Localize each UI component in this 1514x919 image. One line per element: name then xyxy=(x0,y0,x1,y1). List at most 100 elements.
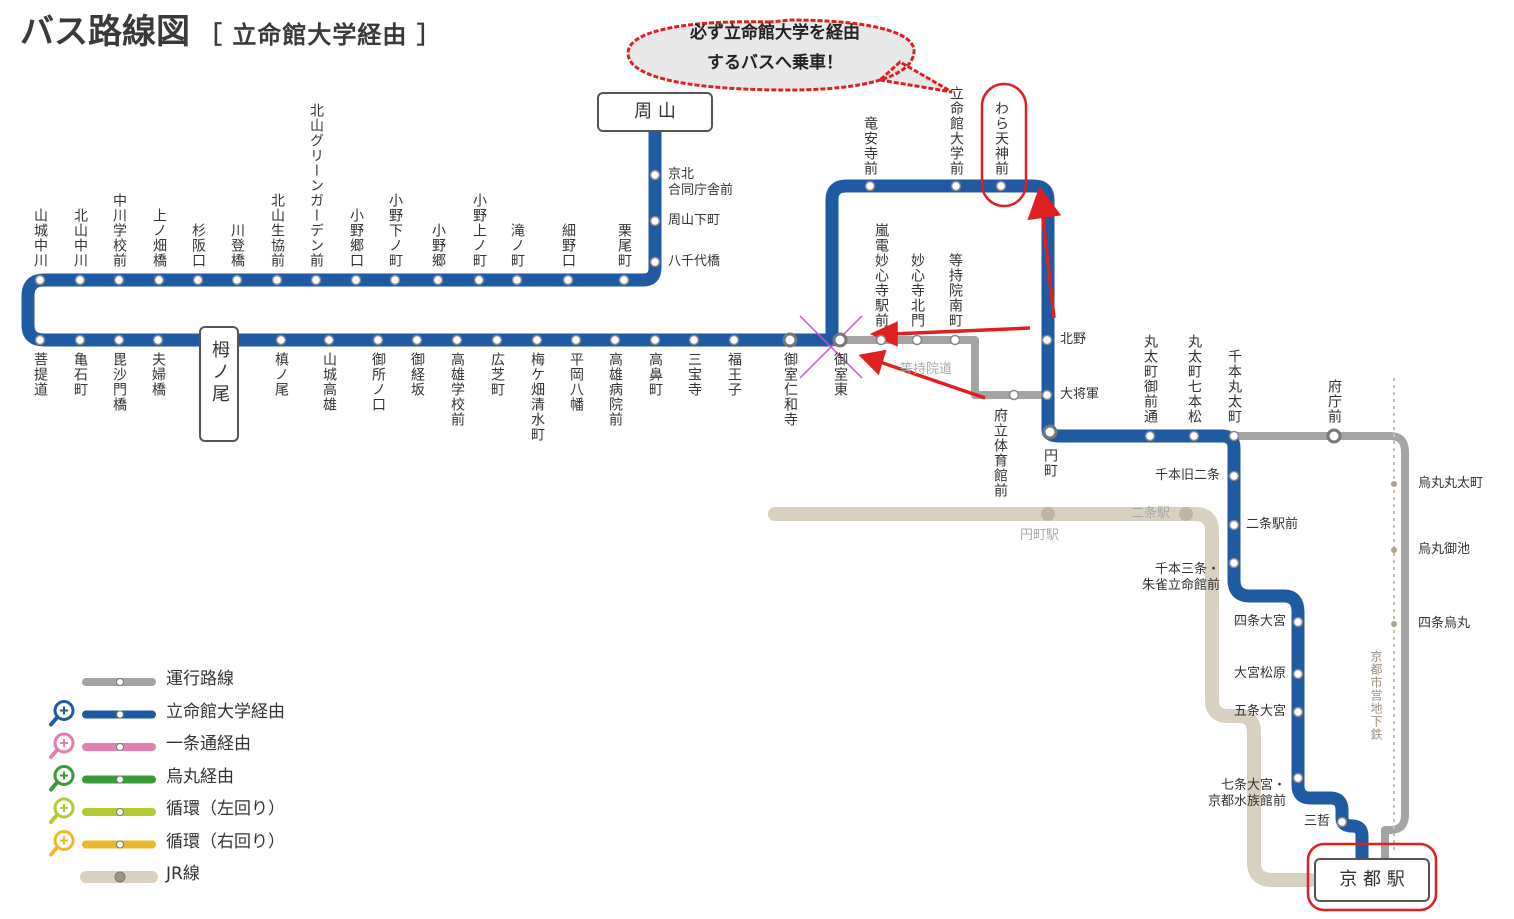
station-label-enmachi[interactable]: 円町 xyxy=(1042,448,1058,478)
station-label[interactable]: 川登橋 xyxy=(229,223,245,268)
station-label[interactable]: 小野下ノ町 xyxy=(387,193,403,268)
station-label[interactable]: 北山生協前 xyxy=(269,193,285,268)
station-dot[interactable] xyxy=(271,274,283,286)
station-dot[interactable] xyxy=(864,180,876,192)
station-label-fukuritsu[interactable]: 府立体育館前 xyxy=(992,408,1008,498)
station-label[interactable]: 千本三条・ 朱雀立命館前 xyxy=(1142,562,1221,593)
station-label[interactable]: 千本旧二条 xyxy=(1155,468,1221,483)
station-label[interactable]: 中川学校前 xyxy=(111,193,127,268)
station-label-omuro-ninnaji[interactable]: 御室仁和寺 xyxy=(782,352,798,427)
station-dot[interactable] xyxy=(1188,430,1200,442)
station-label[interactable]: 細野口 xyxy=(560,223,576,268)
station-dot[interactable] xyxy=(649,215,661,227)
station-dot[interactable] xyxy=(531,334,543,346)
terminal-kyoto[interactable]: 京 都 駅 xyxy=(1314,858,1430,902)
station-label[interactable]: 御所ノ口 xyxy=(370,352,386,412)
station-label-fuchomae[interactable]: 府庁前 xyxy=(1326,379,1342,424)
station-dot[interactable] xyxy=(74,274,86,286)
station-dot[interactable] xyxy=(832,332,848,348)
station-dot[interactable] xyxy=(491,334,503,346)
station-label[interactable]: 夫婦橋 xyxy=(150,352,166,397)
station-label[interactable]: 上ノ畑橋 xyxy=(151,208,167,268)
station-dot[interactable] xyxy=(372,334,384,346)
station-dot[interactable] xyxy=(153,274,165,286)
station-label[interactable]: 高鼻町 xyxy=(647,352,663,397)
station-dot[interactable] xyxy=(609,334,621,346)
station-label[interactable]: 京北 合同庁舎前 xyxy=(668,167,734,198)
station-label[interactable]: 三宝寺 xyxy=(686,352,702,397)
station-label[interactable]: 等持院南町 xyxy=(947,253,963,328)
station-dot[interactable] xyxy=(1041,334,1053,346)
station-label[interactable]: 丸太町七本松 xyxy=(1186,334,1202,424)
station-label[interactable]: 北山グリーンガーデン前 xyxy=(308,103,324,268)
station-dot[interactable] xyxy=(1228,430,1240,442)
station-dot[interactable] xyxy=(34,274,46,286)
station-dot[interactable] xyxy=(1228,470,1240,482)
station-label[interactable]: 周山下町 xyxy=(668,213,721,228)
station-label[interactable]: 三哲 xyxy=(1304,814,1331,829)
station-dot[interactable] xyxy=(275,334,287,346)
station-dot[interactable] xyxy=(649,256,661,268)
station-label[interactable]: 毘沙門橋 xyxy=(111,352,127,412)
station-dot[interactable] xyxy=(113,274,125,286)
station-dot[interactable] xyxy=(911,334,923,346)
station-dot[interactable] xyxy=(113,334,125,346)
station-label[interactable]: 平岡八幡 xyxy=(568,352,584,412)
station-dot[interactable] xyxy=(649,334,661,346)
jr-label-enmachi[interactable]: 円町駅 xyxy=(1020,528,1060,543)
station-dot[interactable] xyxy=(74,334,86,346)
station-dot[interactable] xyxy=(231,274,243,286)
station-dot[interactable] xyxy=(389,274,401,286)
station-label[interactable]: 高雄学校前 xyxy=(449,352,465,427)
station-dot[interactable] xyxy=(728,334,740,346)
search-icon[interactable] xyxy=(49,765,75,792)
station-dot[interactable] xyxy=(618,274,630,286)
station-dot[interactable] xyxy=(570,334,582,346)
station-label[interactable]: 福王子 xyxy=(726,352,742,397)
station-dot[interactable] xyxy=(1326,428,1342,444)
station-dot[interactable] xyxy=(949,334,961,346)
station-dot[interactable] xyxy=(1228,557,1240,569)
station-label[interactable]: 北野 xyxy=(1060,332,1087,347)
station-dot[interactable] xyxy=(511,274,523,286)
station-dot[interactable] xyxy=(323,334,335,346)
station-label[interactable]: 七条大宮・ 京都水族館前 xyxy=(1208,778,1287,809)
station-label[interactable]: 梅ケ畑清水町 xyxy=(529,352,545,442)
station-label[interactable]: 小野郷口 xyxy=(348,208,364,268)
station-label[interactable]: 丸太町御前通 xyxy=(1142,334,1158,424)
search-icon[interactable] xyxy=(49,797,75,824)
terminal-shuzan[interactable]: 周 山 xyxy=(597,92,713,132)
station-label[interactable]: 二条駅前 xyxy=(1246,517,1299,532)
station-label[interactable]: 五条大宮 xyxy=(1234,704,1287,719)
station-label[interactable]: 広芝町 xyxy=(489,352,505,397)
station-label[interactable]: 小野郷 xyxy=(430,223,446,268)
station-dot[interactable] xyxy=(1292,668,1304,680)
station-dot[interactable] xyxy=(1336,816,1348,828)
search-icon[interactable] xyxy=(49,700,75,727)
station-dot[interactable] xyxy=(310,274,322,286)
station-dot[interactable] xyxy=(34,334,46,346)
station-label[interactable]: 小野上ノ町 xyxy=(471,193,487,268)
subway-station-dot[interactable] xyxy=(1391,621,1397,627)
station-dot[interactable] xyxy=(473,274,485,286)
station-dot[interactable] xyxy=(782,332,798,348)
subway-station-dot[interactable] xyxy=(1391,547,1397,553)
station-label-omuro-higashi[interactable]: 御室東 xyxy=(832,352,848,397)
station-label[interactable]: 高雄病院前 xyxy=(607,352,623,427)
station-label[interactable]: 四条烏丸 xyxy=(1418,616,1471,631)
station-label[interactable]: 山城中川 xyxy=(32,208,48,268)
station-dot[interactable] xyxy=(451,334,463,346)
station-label[interactable]: わら天神前 xyxy=(993,101,1009,176)
station-label[interactable]: 大宮松原 xyxy=(1234,666,1287,681)
station-label[interactable]: 北山中川 xyxy=(72,208,88,268)
station-label[interactable]: 亀石町 xyxy=(72,352,88,397)
station-label[interactable]: 槙ノ尾 xyxy=(273,352,289,397)
search-icon[interactable] xyxy=(49,732,75,759)
station-dot[interactable] xyxy=(688,334,700,346)
station-label[interactable]: 立命館大学前 xyxy=(948,86,964,176)
station-dot[interactable] xyxy=(1041,389,1053,401)
station-dot[interactable] xyxy=(950,180,962,192)
station-label[interactable]: 栗尾町 xyxy=(616,223,632,268)
station-dot[interactable] xyxy=(1008,389,1020,401)
jr-station-dot[interactable] xyxy=(1041,507,1055,521)
